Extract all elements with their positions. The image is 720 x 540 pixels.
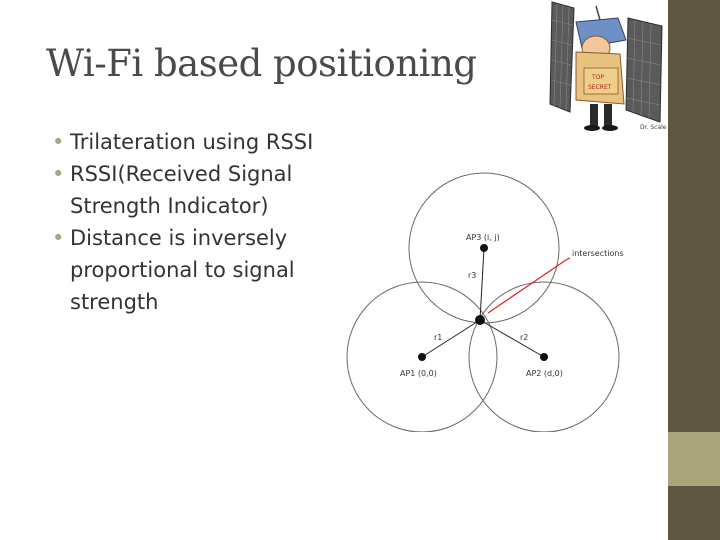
right-solar-panel-icon — [625, 17, 663, 123]
intersection-pointer-line — [487, 259, 567, 314]
r2-label: r2 — [520, 333, 528, 342]
slide-title: Wi-Fi based positioning — [46, 42, 477, 85]
trilateration-diagram: AP3 (i, j) AP1 (0,0) AP2 (d,0) r1 r2 r3 … — [338, 170, 636, 432]
svg-text:TOP: TOP — [591, 74, 604, 81]
bullet-dot: • — [52, 130, 65, 154]
intersection-point — [475, 315, 485, 325]
ap1-range-circle — [346, 281, 498, 432]
r1-label: r1 — [434, 333, 442, 342]
ap1-label: AP1 (0,0) — [400, 369, 437, 378]
ap2-marker — [540, 353, 548, 361]
left-solar-panel-icon — [549, 1, 575, 113]
intersections-label: intersections — [572, 249, 624, 258]
svg-text:SECRET: SECRET — [588, 84, 612, 91]
bullet-dot: • — [52, 226, 65, 250]
r3-line — [479, 247, 485, 321]
r2-line — [479, 319, 545, 358]
secret-sign: TOP SECRET — [583, 67, 619, 95]
ap1-marker — [418, 353, 426, 361]
bullet-item: •Distance is inversely proportional to s… — [52, 222, 352, 318]
bullet-item: •RSSI(Received Signal Strength Indicator… — [52, 158, 352, 222]
ap3-marker — [480, 244, 488, 252]
bullet-list: •Trilateration using RSSI •RSSI(Received… — [52, 126, 352, 318]
right-sidebar-accent — [668, 432, 720, 486]
r3-label: r3 — [468, 271, 476, 280]
ap2-label: AP2 (d,0) — [526, 369, 563, 378]
ap2-range-circle — [468, 281, 620, 432]
bullet-item: •Trilateration using RSSI — [52, 126, 352, 158]
image-credit: Dr. Scale — [640, 124, 667, 131]
r1-line — [421, 319, 481, 358]
bullet-dot: • — [52, 162, 65, 186]
satellite-person-illustration: TOP SECRET Dr. Scale — [540, 0, 668, 132]
ap3-label: AP3 (i, j) — [466, 233, 500, 242]
